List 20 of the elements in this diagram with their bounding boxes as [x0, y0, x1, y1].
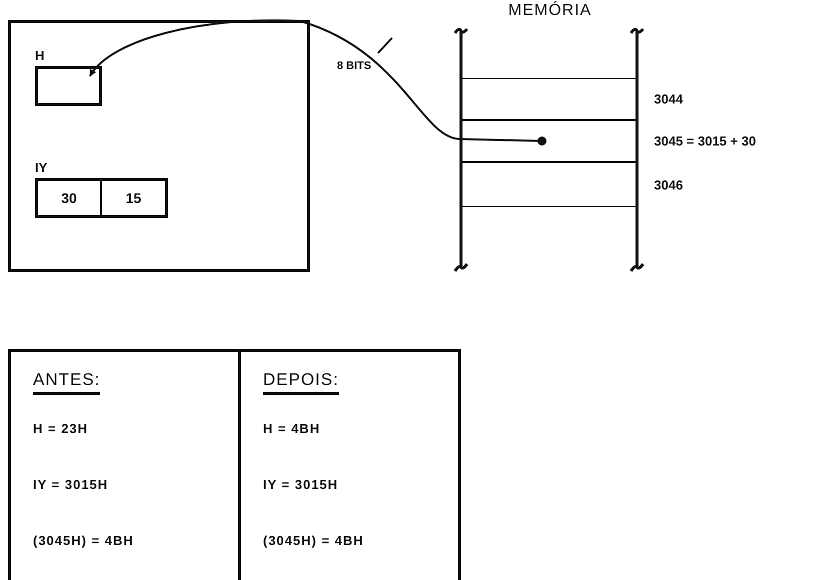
register-value: H = 4BH	[263, 421, 322, 438]
processor-box	[8, 20, 310, 272]
register-cell: 30	[38, 181, 102, 215]
column-heading: ANTES:	[33, 370, 100, 395]
register-value: IY = 3015H	[33, 477, 110, 494]
column-heading: DEPOIS:	[263, 370, 339, 395]
arrow	[89, 19, 546, 146]
register-value: (3045H) = 4BH	[33, 533, 135, 550]
memory-address: 3045 = 3015 + 30	[654, 134, 756, 148]
memory-address: 3044	[654, 92, 683, 106]
edge-label: 8 BITS	[336, 60, 372, 72]
register-value: (3045H) = 4BH	[263, 533, 365, 550]
register-value: H = 23H	[33, 421, 90, 438]
memory-title: MEMÓRIA	[507, 2, 593, 20]
register-table	[8, 349, 461, 580]
register-cell: 15	[102, 181, 165, 215]
register-name: H	[35, 48, 44, 64]
register-name: IY	[35, 160, 48, 176]
register-value: IY = 3015H	[263, 477, 340, 494]
memory-address: 3046	[654, 177, 683, 192]
